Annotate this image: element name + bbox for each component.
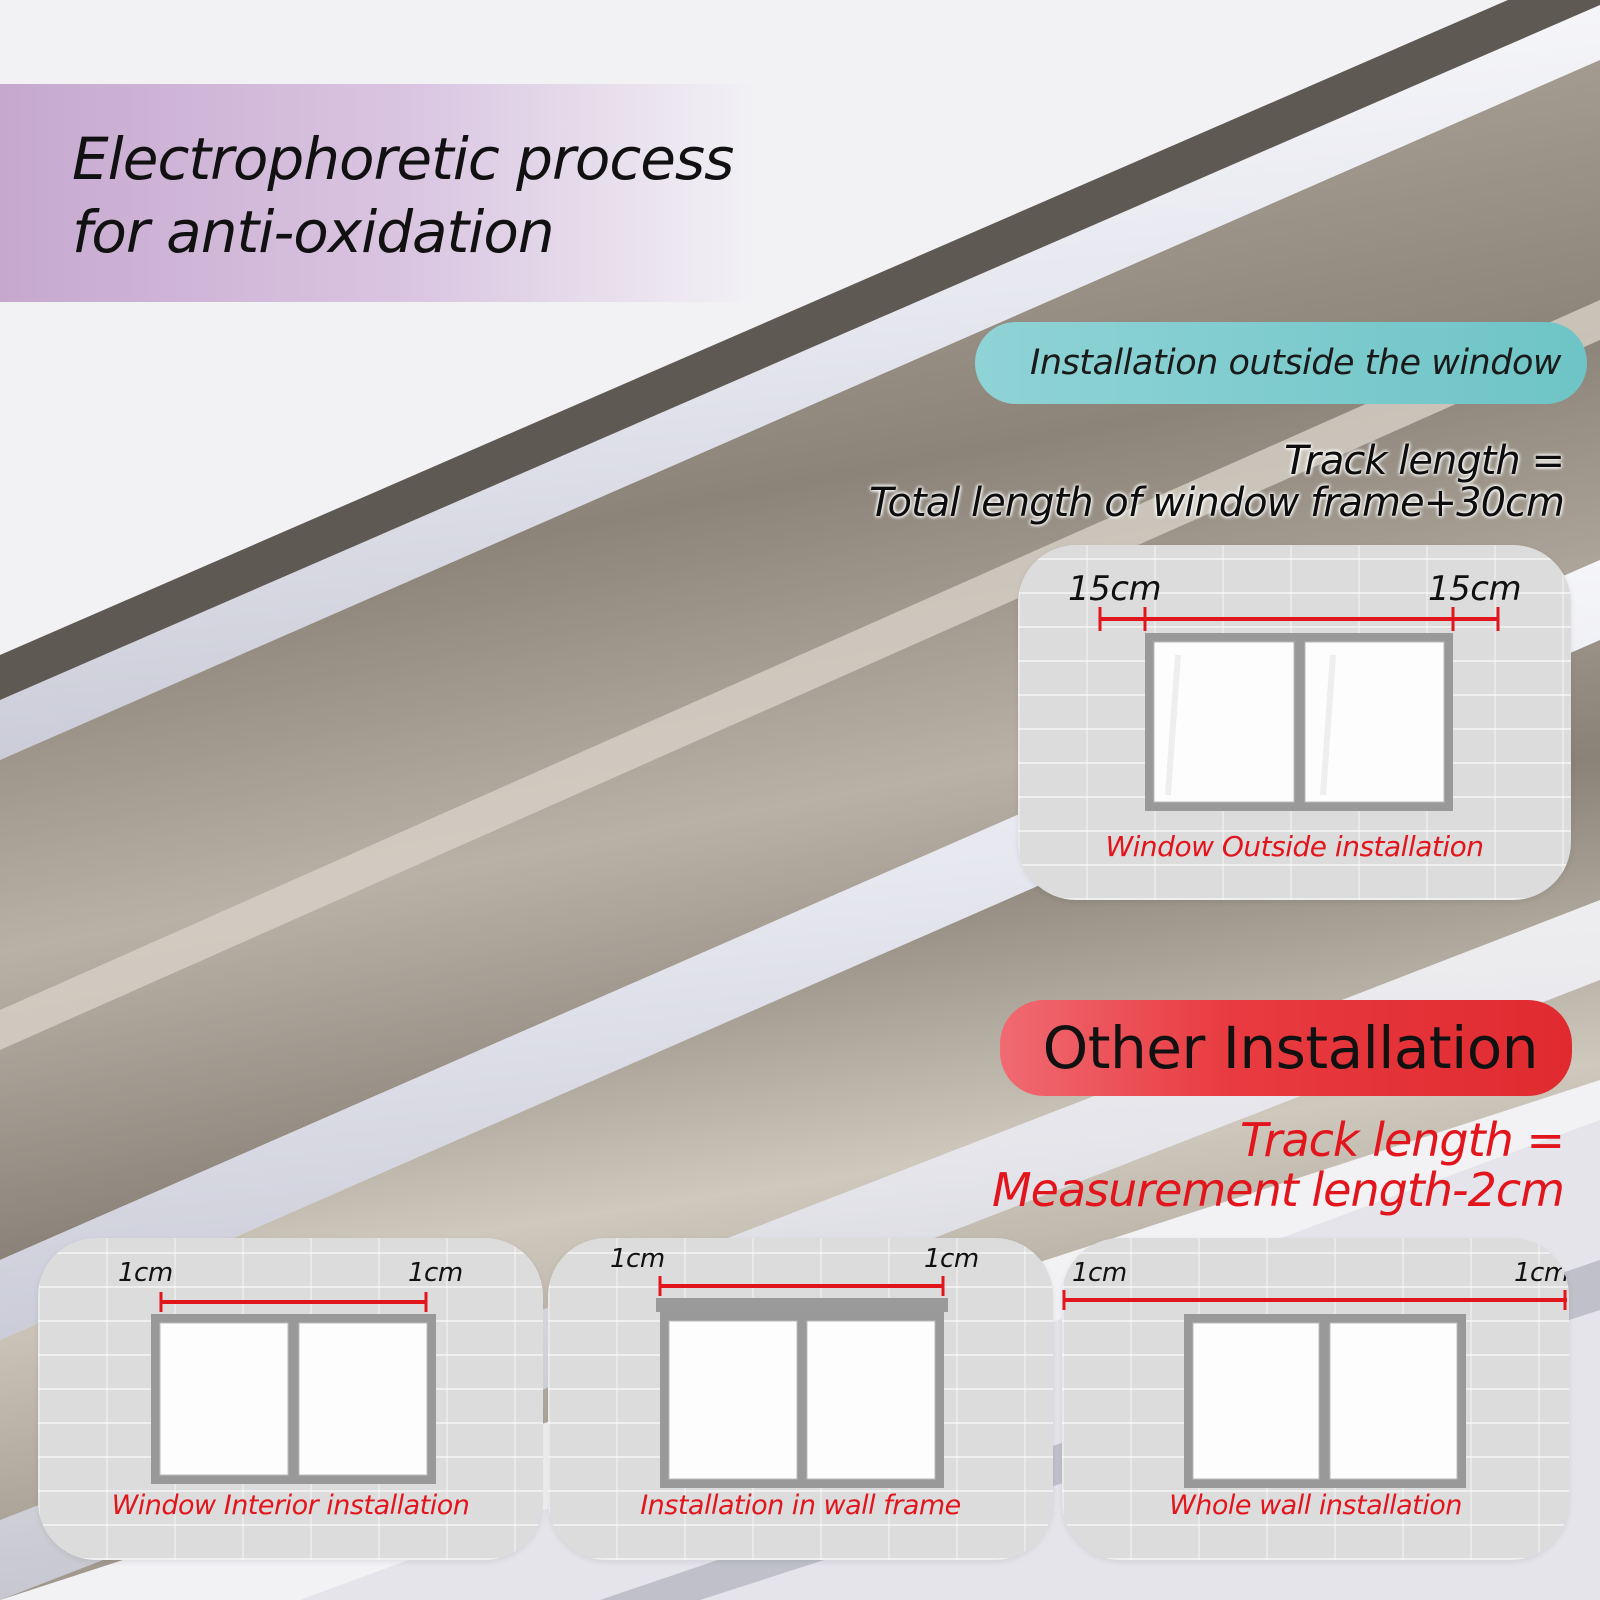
wall-frame-diagram [656, 1276, 948, 1488]
wall-frame-caption: Installation in wall frame [640, 1490, 961, 1521]
whole-wall-panel: 1cm 1cm Whole wall installation [1062, 1238, 1569, 1560]
interior-right-margin: 1cm [408, 1258, 463, 1288]
wall-frame-panel: 1cm 1cm Installation in wall frame [548, 1238, 1053, 1560]
dimension-line-icon [658, 1276, 945, 1296]
window-icon [656, 1298, 948, 1488]
window-icon [1145, 633, 1453, 811]
other-formula-line-2: Measurement length-2cm [991, 1163, 1565, 1217]
outside-caption: Window Outside installation [1105, 830, 1484, 863]
wall-frame-right-margin: 1cm [924, 1244, 979, 1274]
window-outside-panel: 15cm 15cm Window Outside installation [1018, 545, 1571, 900]
title-line-1: Electrophoretic process [72, 125, 734, 193]
window-icon [151, 1314, 436, 1484]
dimension-line-icon [159, 1292, 428, 1312]
title-line-2: for anti-oxidation [72, 198, 555, 266]
outside-left-margin: 15cm [1068, 569, 1162, 609]
dimension-line-icon [1062, 1290, 1567, 1310]
whole-wall-caption: Whole wall installation [1169, 1490, 1462, 1521]
other-installation-badge: Other Installation [1000, 1000, 1572, 1096]
wall-frame-left-margin: 1cm [610, 1244, 665, 1274]
window-outside-diagram [1098, 607, 1500, 811]
window-interior-diagram [151, 1292, 436, 1484]
other-installation-badge-label: Other Installation [1042, 1014, 1539, 1082]
other-formula: Track length = Measurement length-2cm [991, 1113, 1565, 1217]
interior-left-margin: 1cm [118, 1258, 173, 1288]
title-band [0, 84, 760, 302]
outside-right-margin: 15cm [1428, 569, 1522, 609]
window-icon [1184, 1314, 1466, 1488]
whole-wall-diagram [1062, 1290, 1567, 1488]
interior-caption: Window Interior installation [111, 1490, 470, 1521]
window-interior-panel: 1cm 1cm Window Interior installation [38, 1238, 543, 1560]
dimension-line-icon [1098, 607, 1500, 631]
outside-formula-line-2: Total length of window frame+30cm [869, 480, 1565, 526]
other-formula-line-1: Track length = [1240, 1113, 1565, 1167]
outside-installation-badge-label: Installation outside the window [1030, 343, 1561, 383]
outside-installation-badge: Installation outside the window [975, 322, 1587, 404]
whole-wall-left-margin: 1cm [1072, 1258, 1127, 1288]
whole-wall-right-margin: 1cm [1514, 1258, 1569, 1288]
outside-formula: Track length = Total length of window fr… [869, 438, 1565, 526]
outside-formula-line-1: Track length = [1284, 438, 1565, 484]
